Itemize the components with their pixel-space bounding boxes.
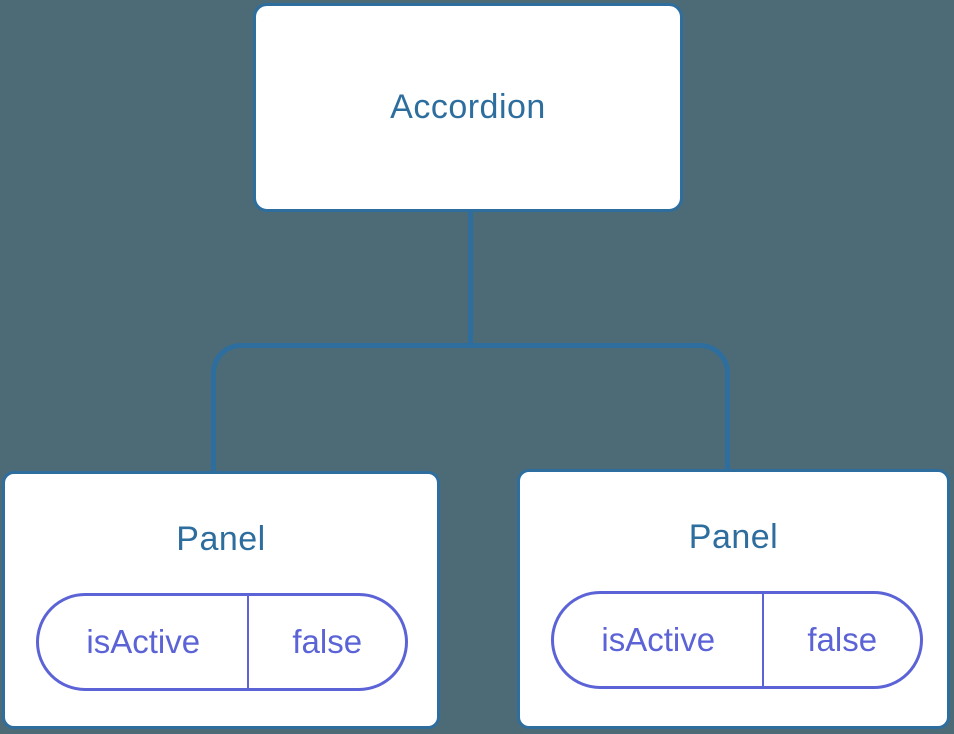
state-value: false (292, 623, 363, 660)
panel-title: Panel (688, 518, 779, 556)
state-pill: isActive false (551, 591, 923, 689)
connector-stem (468, 211, 473, 345)
state-pill: isActive false (36, 593, 408, 691)
panel-node-right: Panel isActive false (517, 469, 950, 729)
state-key: isActive (554, 594, 765, 686)
state-key: isActive (39, 596, 250, 688)
panel-node-left: Panel isActive false (2, 471, 440, 729)
accordion-node-label: Accordion (390, 88, 546, 126)
state-value: false (807, 621, 878, 658)
connector-bracket (211, 343, 730, 471)
accordion-node: Accordion (253, 3, 683, 212)
panel-title: Panel (176, 520, 266, 558)
